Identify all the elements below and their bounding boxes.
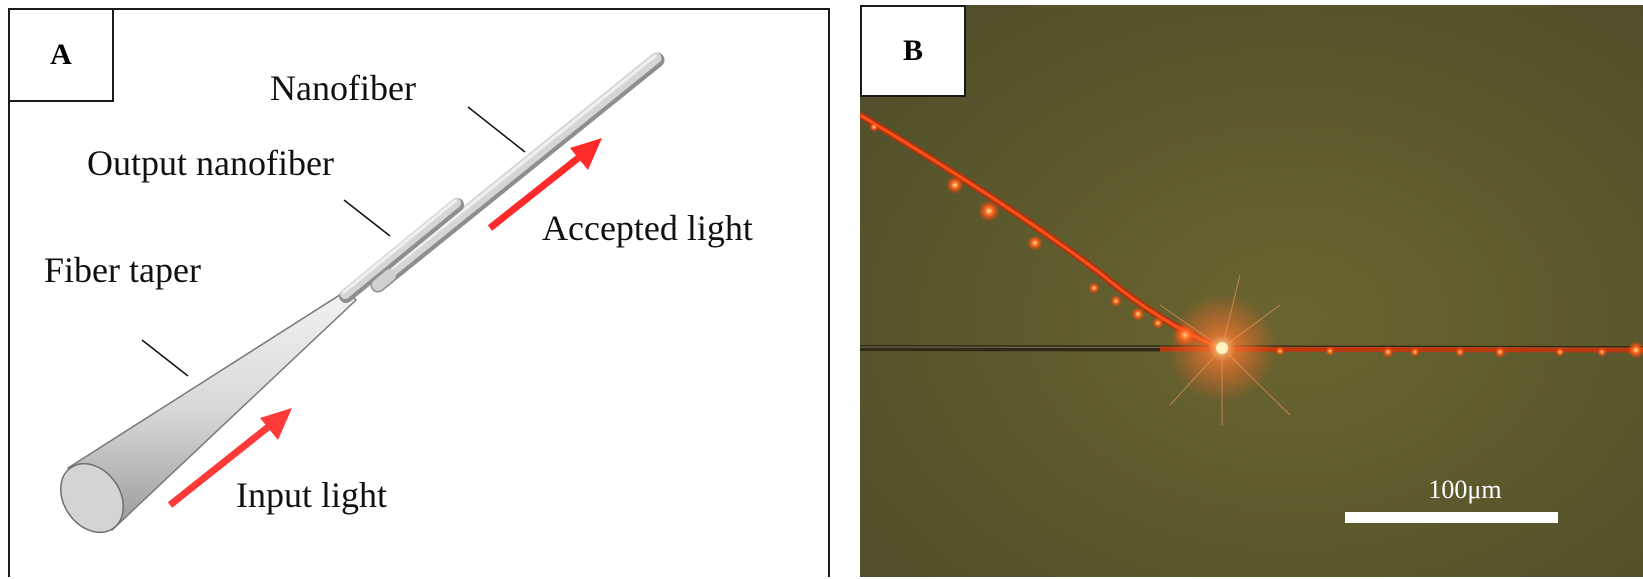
nanofiber-rod xyxy=(370,52,665,293)
junction-glow xyxy=(1159,274,1291,425)
output-nanofiber-leader xyxy=(343,199,391,237)
accepted-light-arrow xyxy=(487,138,602,231)
panel-a-label: A xyxy=(10,10,114,102)
panel-b: B 100μm xyxy=(860,5,1643,577)
panel-a: A Nanofiber Output nanofiber Fiber taper… xyxy=(8,8,830,577)
micrograph xyxy=(860,5,1643,577)
output-nanofiber-rod xyxy=(339,198,464,303)
fiber-schematic xyxy=(60,52,665,534)
scale-bar-label: 100μm xyxy=(1428,475,1502,504)
fiber-taper-callout: Fiber taper xyxy=(44,250,201,290)
panel-b-label: B xyxy=(860,5,966,97)
scale-bar xyxy=(1345,512,1558,523)
fiber-taper-leader xyxy=(141,339,189,377)
fiber-taper xyxy=(60,290,358,534)
nanofiber-callout: Nanofiber xyxy=(270,68,416,108)
nanofiber-leader xyxy=(467,106,526,153)
accepted-light-callout: Accepted light xyxy=(542,208,753,248)
input-light-callout: Input light xyxy=(236,475,387,515)
input-light-arrow xyxy=(167,408,292,508)
output-nanofiber-callout: Output nanofiber xyxy=(87,143,334,183)
